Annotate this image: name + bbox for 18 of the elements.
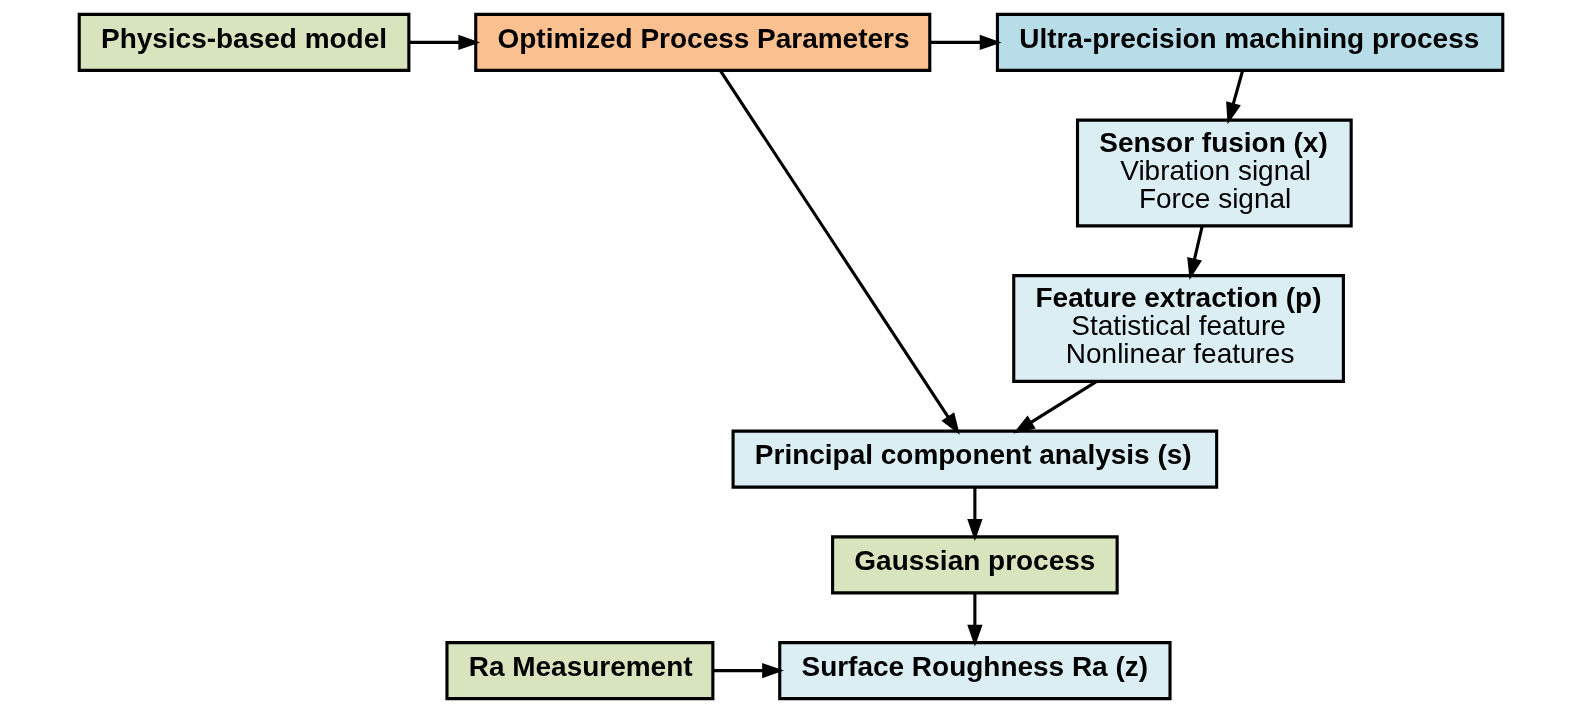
arrow [408,34,480,51]
node-box: Optimized Process Parameters [473,12,931,72]
node-box: Feature extraction (p) Statistical feature Nonlinear features [1011,274,1345,383]
arrow [712,662,784,679]
node-box: Sensor fusion (x) Vibration signal Force signal [1075,118,1353,228]
arrow [1225,70,1244,125]
node-box: Ultra-precision machining process [995,12,1504,72]
node-box: Principal component analysis (s) [731,429,1218,489]
node-box: Physics-based model [77,12,410,72]
arrow [1012,380,1097,434]
arrow [929,34,1002,51]
arrow [966,487,982,541]
node-box: Gaussian process [830,535,1119,595]
arrow [966,593,982,647]
node-box: Ra Measurement [444,641,714,701]
arrow [718,69,960,435]
node-box: Surface Roughness Ra (z) [777,641,1172,701]
arrow [1186,225,1204,280]
